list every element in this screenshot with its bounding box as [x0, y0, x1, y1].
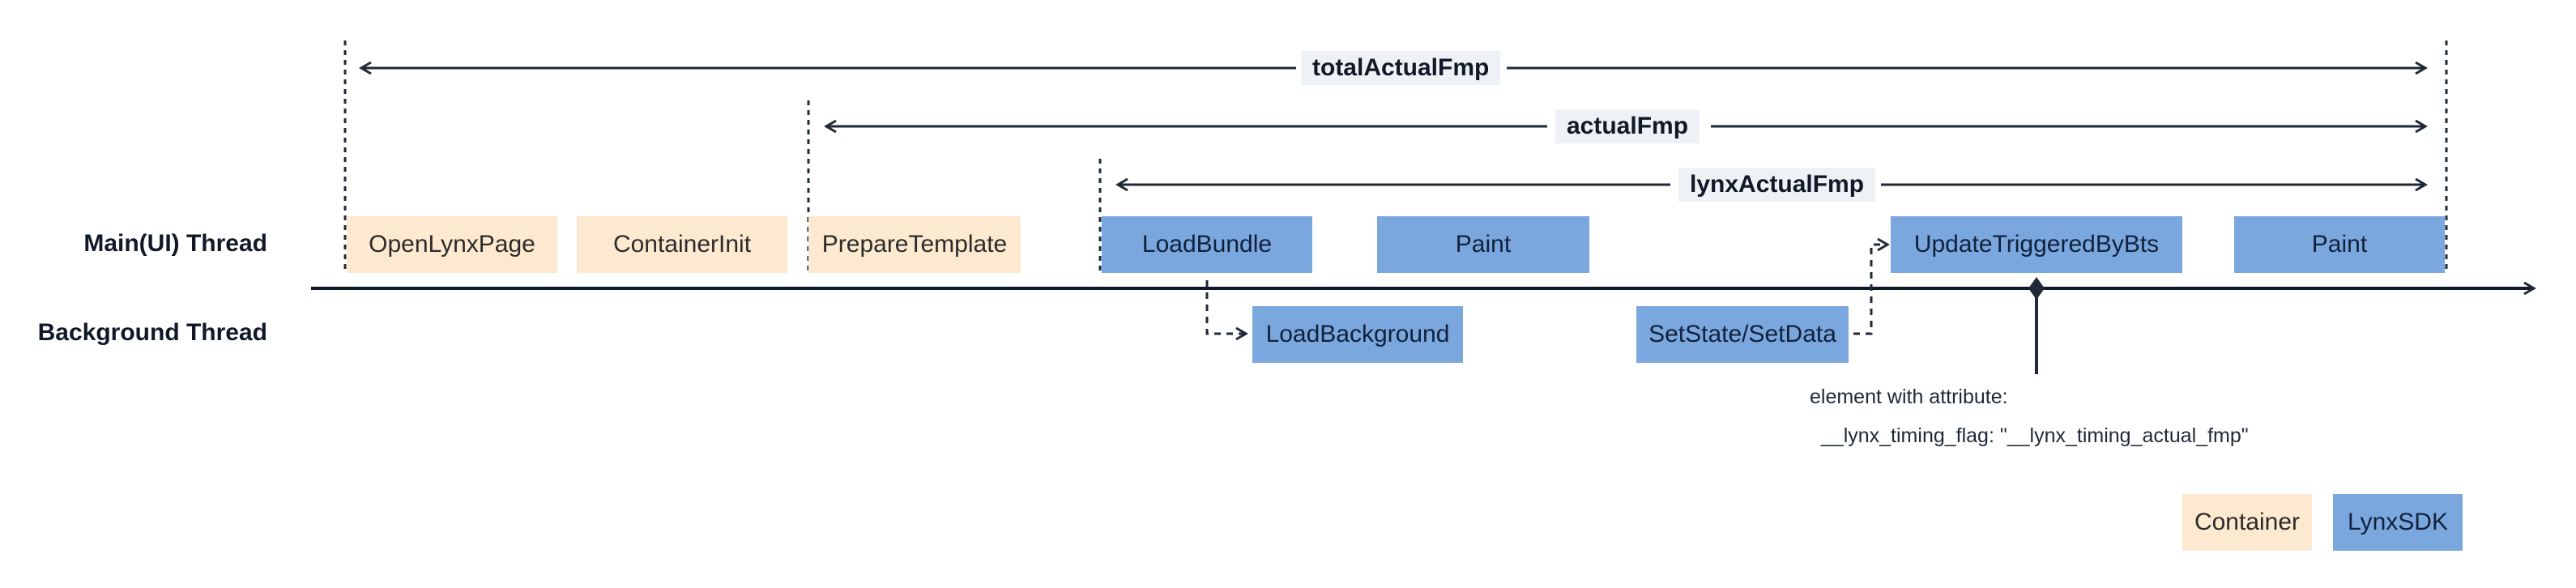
- open-lynx-page-block: OpenLynxPage: [347, 216, 557, 273]
- lynx-actual-fmp-label: lynxActualFmp: [1678, 168, 1876, 202]
- set-state-set-data-block: SetState/SetData: [1636, 306, 1849, 363]
- load-bundle-block: LoadBundle: [1102, 216, 1312, 273]
- container-init-block: ContainerInit: [577, 216, 787, 273]
- annotation-line-2: __lynx_timing_flag: "__lynx_timing_actua…: [1810, 424, 2249, 447]
- actual-fmp-label: actualFmp: [1555, 109, 1700, 143]
- legend-lynxsdk: LynxSDK: [2333, 494, 2463, 551]
- background-thread-label: Background Thread: [37, 319, 267, 346]
- timing-flag-annotation: element with attribute: __lynx_timing_fl…: [1810, 377, 2249, 455]
- main-thread-label: Main(UI) Thread: [83, 230, 267, 257]
- total-actual-fmp-label: totalActualFmp: [1301, 51, 1501, 85]
- paint-block-2: Paint: [2234, 216, 2445, 273]
- load-background-block: LoadBackground: [1252, 306, 1463, 363]
- legend-container: Container: [2182, 494, 2312, 551]
- loadbundle-to-background-connector: [1205, 280, 1248, 341]
- prepare-template-block: PrepareTemplate: [808, 216, 1021, 273]
- annotation-line-1: element with attribute:: [1810, 386, 2008, 408]
- setstate-to-update-connector: [1853, 237, 1890, 335]
- paint-block-1: Paint: [1377, 216, 1589, 273]
- update-triggered-by-bts-block: UpdateTriggeredByBts: [1891, 216, 2182, 273]
